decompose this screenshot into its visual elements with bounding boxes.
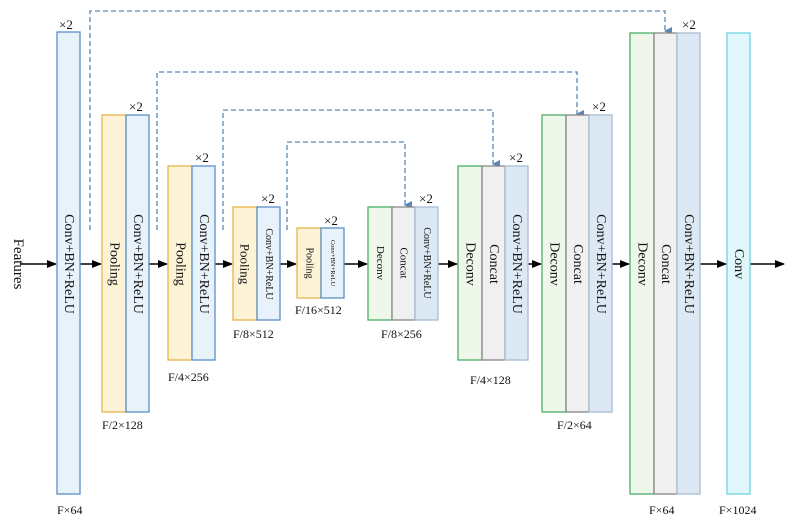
skip-connection-2 [156,71,584,230]
layer-label: Conv+BN+ReLU [61,214,76,314]
skip-connection-3 [222,109,500,230]
layer-label: Conv+BN+ReLU [509,214,524,314]
size-label: F/2×128 [102,418,143,432]
deconv-layer [629,32,655,495]
layer-label: Deconv [547,242,562,286]
encoder-block-1: Conv+BN+ReLU ×2 F×64 [56,17,82,517]
repeat-label: ×2 [129,99,143,114]
layer-label: Concat [570,244,585,284]
size-label: F/8×256 [381,327,422,341]
output-conv-layer [726,32,751,495]
conv-bn-relu-layer [191,165,216,361]
skip-connection-1 [89,10,672,230]
repeat-label: ×2 [324,213,338,228]
conv-bn-relu-layer [56,31,81,495]
size-label: F×1024 [719,503,756,517]
repeat-label: ×2 [59,17,73,32]
conv-bn-relu-layer [125,114,150,413]
layer-label: Pooling [238,244,253,285]
layer-label: Deconv [635,242,650,286]
layer-label: Pooling [304,247,315,278]
layer-label: Concat [398,247,410,278]
repeat-label: ×2 [682,17,696,32]
pooling-layer [101,114,127,413]
repeat-label: ×2 [195,150,209,165]
skip-connection-4 [286,141,412,230]
layer-label: Conv+BN+ReLU [421,227,432,299]
layer-label: Conv [731,249,746,279]
size-label: F/8×512 [233,327,274,341]
deconv-layer [457,165,483,361]
conv-bn-relu-layer [588,114,613,413]
encoder-block-4: Pooling Conv+BN+ReLU ×2 F/8×512 [232,191,281,341]
conv-bn-relu-layer [676,32,701,495]
layer-label: Conv+BN+ReLU [263,228,274,300]
input-label: Features [10,239,26,290]
layer-label: Concat [658,244,673,284]
conv-bn-relu-layer [320,227,345,299]
layer-label: Conv+BN+ReLU [681,214,696,314]
deconv-layer [367,206,393,321]
conv-bn-relu-layer [504,165,529,361]
decoder-block-3: Deconv Concat Conv+BN+ReLU ×2 F/4×128 [457,150,529,387]
size-label: F/4×128 [470,373,511,387]
size-label: F×64 [649,503,674,517]
layer-label: Concat [486,244,501,284]
conv-bn-relu-layer [414,206,439,321]
output-block: Conv F×1024 [719,32,756,517]
deconv-layer [541,114,567,413]
encoder-block-2: Pooling Conv+BN+ReLU ×2 F/2×128 [101,99,150,432]
encoder-block-3: Pooling Conv+BN+ReLU ×2 F/4×256 [167,150,216,384]
conv-bn-relu-layer [256,206,281,321]
layer-label: Pooling [107,242,122,286]
layer-label: Deconv [463,242,478,286]
layer-label: Conv+BN+ReLU [130,214,145,314]
decoder-block-2: Deconv Concat Conv+BN+ReLU ×2 F/2×64 [541,99,613,432]
size-label: F/16×512 [295,303,342,317]
skip-connections [89,10,672,230]
size-label: F/4×256 [168,370,209,384]
layer-label: Deconv [374,246,386,281]
pooling-layer [167,165,193,361]
layer-label: Pooling [173,242,188,286]
bottleneck-block: Pooling Conv+BN+ReLU ×2 F/16×512 [295,213,345,317]
size-label: F/2×64 [557,418,592,432]
repeat-label: ×2 [419,191,433,206]
layer-label: Conv+BN+ReLU [196,214,211,314]
repeat-label: ×2 [592,99,606,114]
repeat-label: ×2 [509,150,523,165]
size-label: F×64 [57,503,82,517]
layer-label: Conv+BN+ReLU [593,214,608,314]
pooling-layer [232,206,258,321]
pooling-layer [296,227,322,299]
layer-label: Conv+BN+ReLU [329,240,336,287]
decoder-block-1: Deconv Concat Conv+BN+ReLU ×2 F×64 [629,17,701,517]
repeat-label: ×2 [261,191,275,206]
decoder-block-4: Deconv Concat Conv+BN+ReLU ×2 F/8×256 [367,191,439,341]
